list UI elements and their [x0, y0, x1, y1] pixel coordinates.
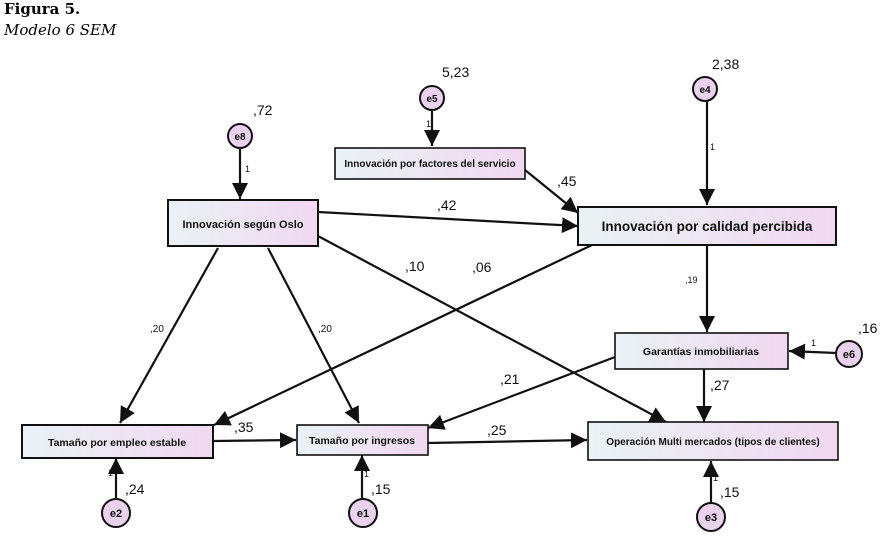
- node-oslo: Innovación según Oslo: [167, 199, 319, 247]
- arrow-oslo-empleo: [119, 247, 219, 424]
- weight-e4: 1: [710, 142, 715, 152]
- weight-e3: 1: [713, 473, 718, 483]
- node-ingresos: Tamaño por ingresos: [296, 424, 429, 456]
- arrow-garantias-ingresos: [427, 355, 616, 430]
- arrow-oslo-ingresos: [267, 247, 360, 424]
- variance-e3: ,15: [720, 484, 740, 500]
- coef-oslo-empleo: ,20: [150, 324, 164, 335]
- node-oslo-label: Innovación según Oslo: [182, 219, 303, 231]
- arrow-calidad-empleo: [213, 244, 593, 426]
- node-calidad-label: Innovación por calidad percibida: [602, 219, 813, 234]
- variance-e1: ,15: [371, 481, 391, 497]
- node-calidad: Innovación por calidad percibida: [577, 206, 837, 246]
- weight-e2: 1: [108, 468, 113, 478]
- variance-e8: ,72: [253, 102, 273, 118]
- node-servicio-label: Innovación por factores del servicio: [344, 159, 515, 170]
- arrow-servicio-calidad: [524, 169, 579, 214]
- coef-oslo-ingresos: ,20: [318, 324, 332, 335]
- arrow-ingresos-multi: [427, 432, 588, 449]
- error-e5: e5: [419, 85, 445, 111]
- coef-ingresos-multi: ,25: [487, 422, 507, 438]
- weight-e1: 1: [364, 469, 369, 479]
- coef-oslo-calidad: ,42: [437, 197, 457, 213]
- figure-caption: Modelo 6 SEM: [4, 21, 117, 39]
- variance-e6: ,16: [858, 320, 878, 336]
- coef-empleo-ingresos: ,35: [234, 419, 254, 435]
- svg-text:e3: e3: [705, 512, 717, 524]
- svg-text:e8: e8: [234, 132, 246, 143]
- weight-e8: 1: [245, 164, 250, 174]
- error-e6: e6: [835, 340, 863, 368]
- node-garantias: Garantías inmobiliarias: [614, 332, 789, 370]
- coef-calidad-empleo: ,06: [472, 259, 492, 275]
- arrow-oslo-multi: [317, 235, 667, 423]
- node-multi: Operación Multi mercados (tipos de clien…: [587, 421, 839, 461]
- svg-text:e6: e6: [843, 349, 855, 361]
- figure-label: Figura 5.: [4, 0, 81, 18]
- arrow-e6-garantias: [788, 343, 837, 360]
- coef-garantias-multi: ,27: [710, 377, 730, 393]
- coef-calidad-garantias: ,19: [685, 275, 698, 285]
- error-e2: e2: [101, 498, 131, 528]
- arrow-empleo-ingresos: [213, 432, 297, 449]
- error-e3: e3: [696, 502, 726, 532]
- node-empleo-label: Tamaño por empleo estable: [48, 437, 186, 449]
- variance-e2: ,24: [125, 481, 145, 497]
- node-multi-label: Operación Multi mercados (tipos de clien…: [606, 437, 819, 448]
- node-ingresos-label: Tamaño por ingresos: [309, 435, 415, 447]
- svg-text:e2: e2: [110, 508, 122, 520]
- node-garantias-label: Garantías inmobiliarias: [643, 346, 759, 358]
- weight-e5: 1: [426, 119, 431, 129]
- coef-servicio-calidad: ,45: [557, 173, 577, 189]
- arrow-oslo-calidad: [317, 210, 579, 234]
- coef-oslo-multi: ,10: [405, 258, 425, 274]
- svg-text:e1: e1: [357, 508, 369, 520]
- weight-e6: 1: [811, 338, 816, 348]
- node-servicio: Innovación por factores del servicio: [334, 147, 526, 180]
- error-e4: e4: [692, 76, 718, 102]
- coef-garantias-ingresos: ,21: [500, 371, 520, 387]
- svg-text:e5: e5: [426, 94, 438, 105]
- node-empleo: Tamaño por empleo estable: [21, 424, 214, 459]
- error-e8: e8: [227, 123, 253, 149]
- variance-e5: 5,23: [442, 64, 469, 80]
- variance-e4: 2,38: [712, 56, 739, 72]
- error-e1: e1: [348, 498, 378, 528]
- svg-text:e4: e4: [699, 85, 711, 96]
